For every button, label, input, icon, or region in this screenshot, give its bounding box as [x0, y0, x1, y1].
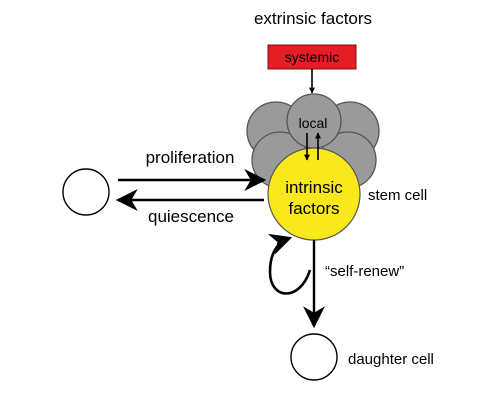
- systemic-box: systemic: [267, 44, 357, 70]
- self-renew-loop-arrow: [267, 233, 312, 295]
- systemic-label: systemic: [285, 49, 339, 65]
- daughter-cell: [290, 333, 338, 381]
- stem-cell-label: stem cell: [368, 187, 427, 204]
- self-renew-label: “self-renew”: [325, 263, 404, 280]
- quiescence-label: quiescence: [148, 207, 234, 226]
- daughter-cell-label: daughter cell: [348, 351, 434, 368]
- proliferation-label: proliferation: [146, 148, 235, 167]
- extrinsic-factors-label: extrinsic factors: [254, 9, 372, 28]
- intrinsic-label-line2: factors: [288, 199, 339, 218]
- intrinsic-label-line1: intrinsic: [285, 178, 343, 197]
- quiescent-cell: [62, 168, 110, 216]
- local-label: local: [299, 115, 328, 131]
- systemic-box-rect: [267, 44, 357, 70]
